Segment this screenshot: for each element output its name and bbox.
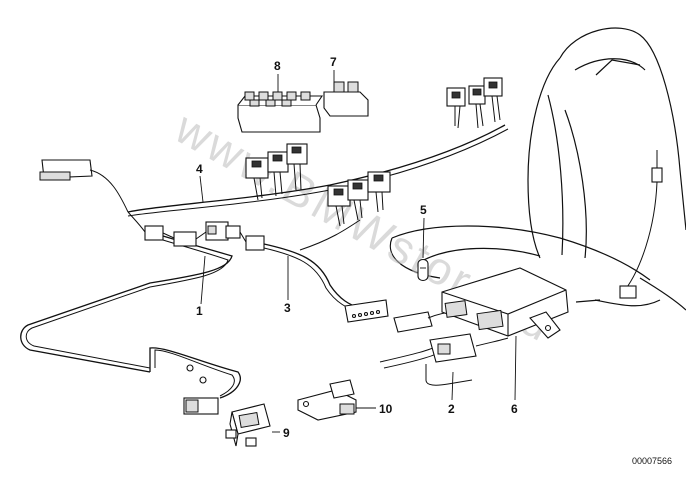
module-harness-connector: [429, 333, 477, 363]
branch-wiring-harness: [263, 219, 456, 333]
mounting-bracket: [297, 379, 376, 421]
seat-illustration: [389, 27, 686, 311]
seat-base-connector: [619, 285, 637, 299]
document-number: 00007566: [632, 456, 672, 466]
branch-connector-b: [393, 311, 433, 333]
harness-connector-a: [144, 225, 164, 241]
seat-back-connector: [651, 167, 663, 183]
branch-connector-a: [344, 299, 389, 323]
main-wiring-harness: [39, 77, 509, 227]
module-harness: [379, 333, 509, 401]
seat-control-module: [441, 267, 569, 401]
callout-9: 9: [283, 426, 290, 440]
callout-6: 6: [511, 402, 518, 416]
switch-unit: [225, 403, 280, 447]
callout-8: 8: [274, 59, 281, 73]
seat-wiring-harness: [20, 211, 265, 415]
relay-unit: [323, 70, 369, 117]
callout-1: 1: [196, 304, 203, 318]
callout-5: 5: [420, 203, 427, 217]
relay-carrier-block: [237, 74, 324, 133]
relay-socket-group-upper-right: [446, 77, 503, 129]
callout-10: 10: [379, 402, 393, 416]
relay-socket-group-lower: [327, 171, 391, 227]
harness-connector-b: [173, 231, 197, 247]
callout-3: 3: [284, 301, 291, 315]
relay-socket-group-middle: [245, 143, 308, 201]
callout-7: 7: [330, 55, 337, 69]
cable-clip: [417, 217, 429, 282]
callout-4: 4: [196, 162, 203, 176]
callout-2: 2: [448, 402, 455, 416]
